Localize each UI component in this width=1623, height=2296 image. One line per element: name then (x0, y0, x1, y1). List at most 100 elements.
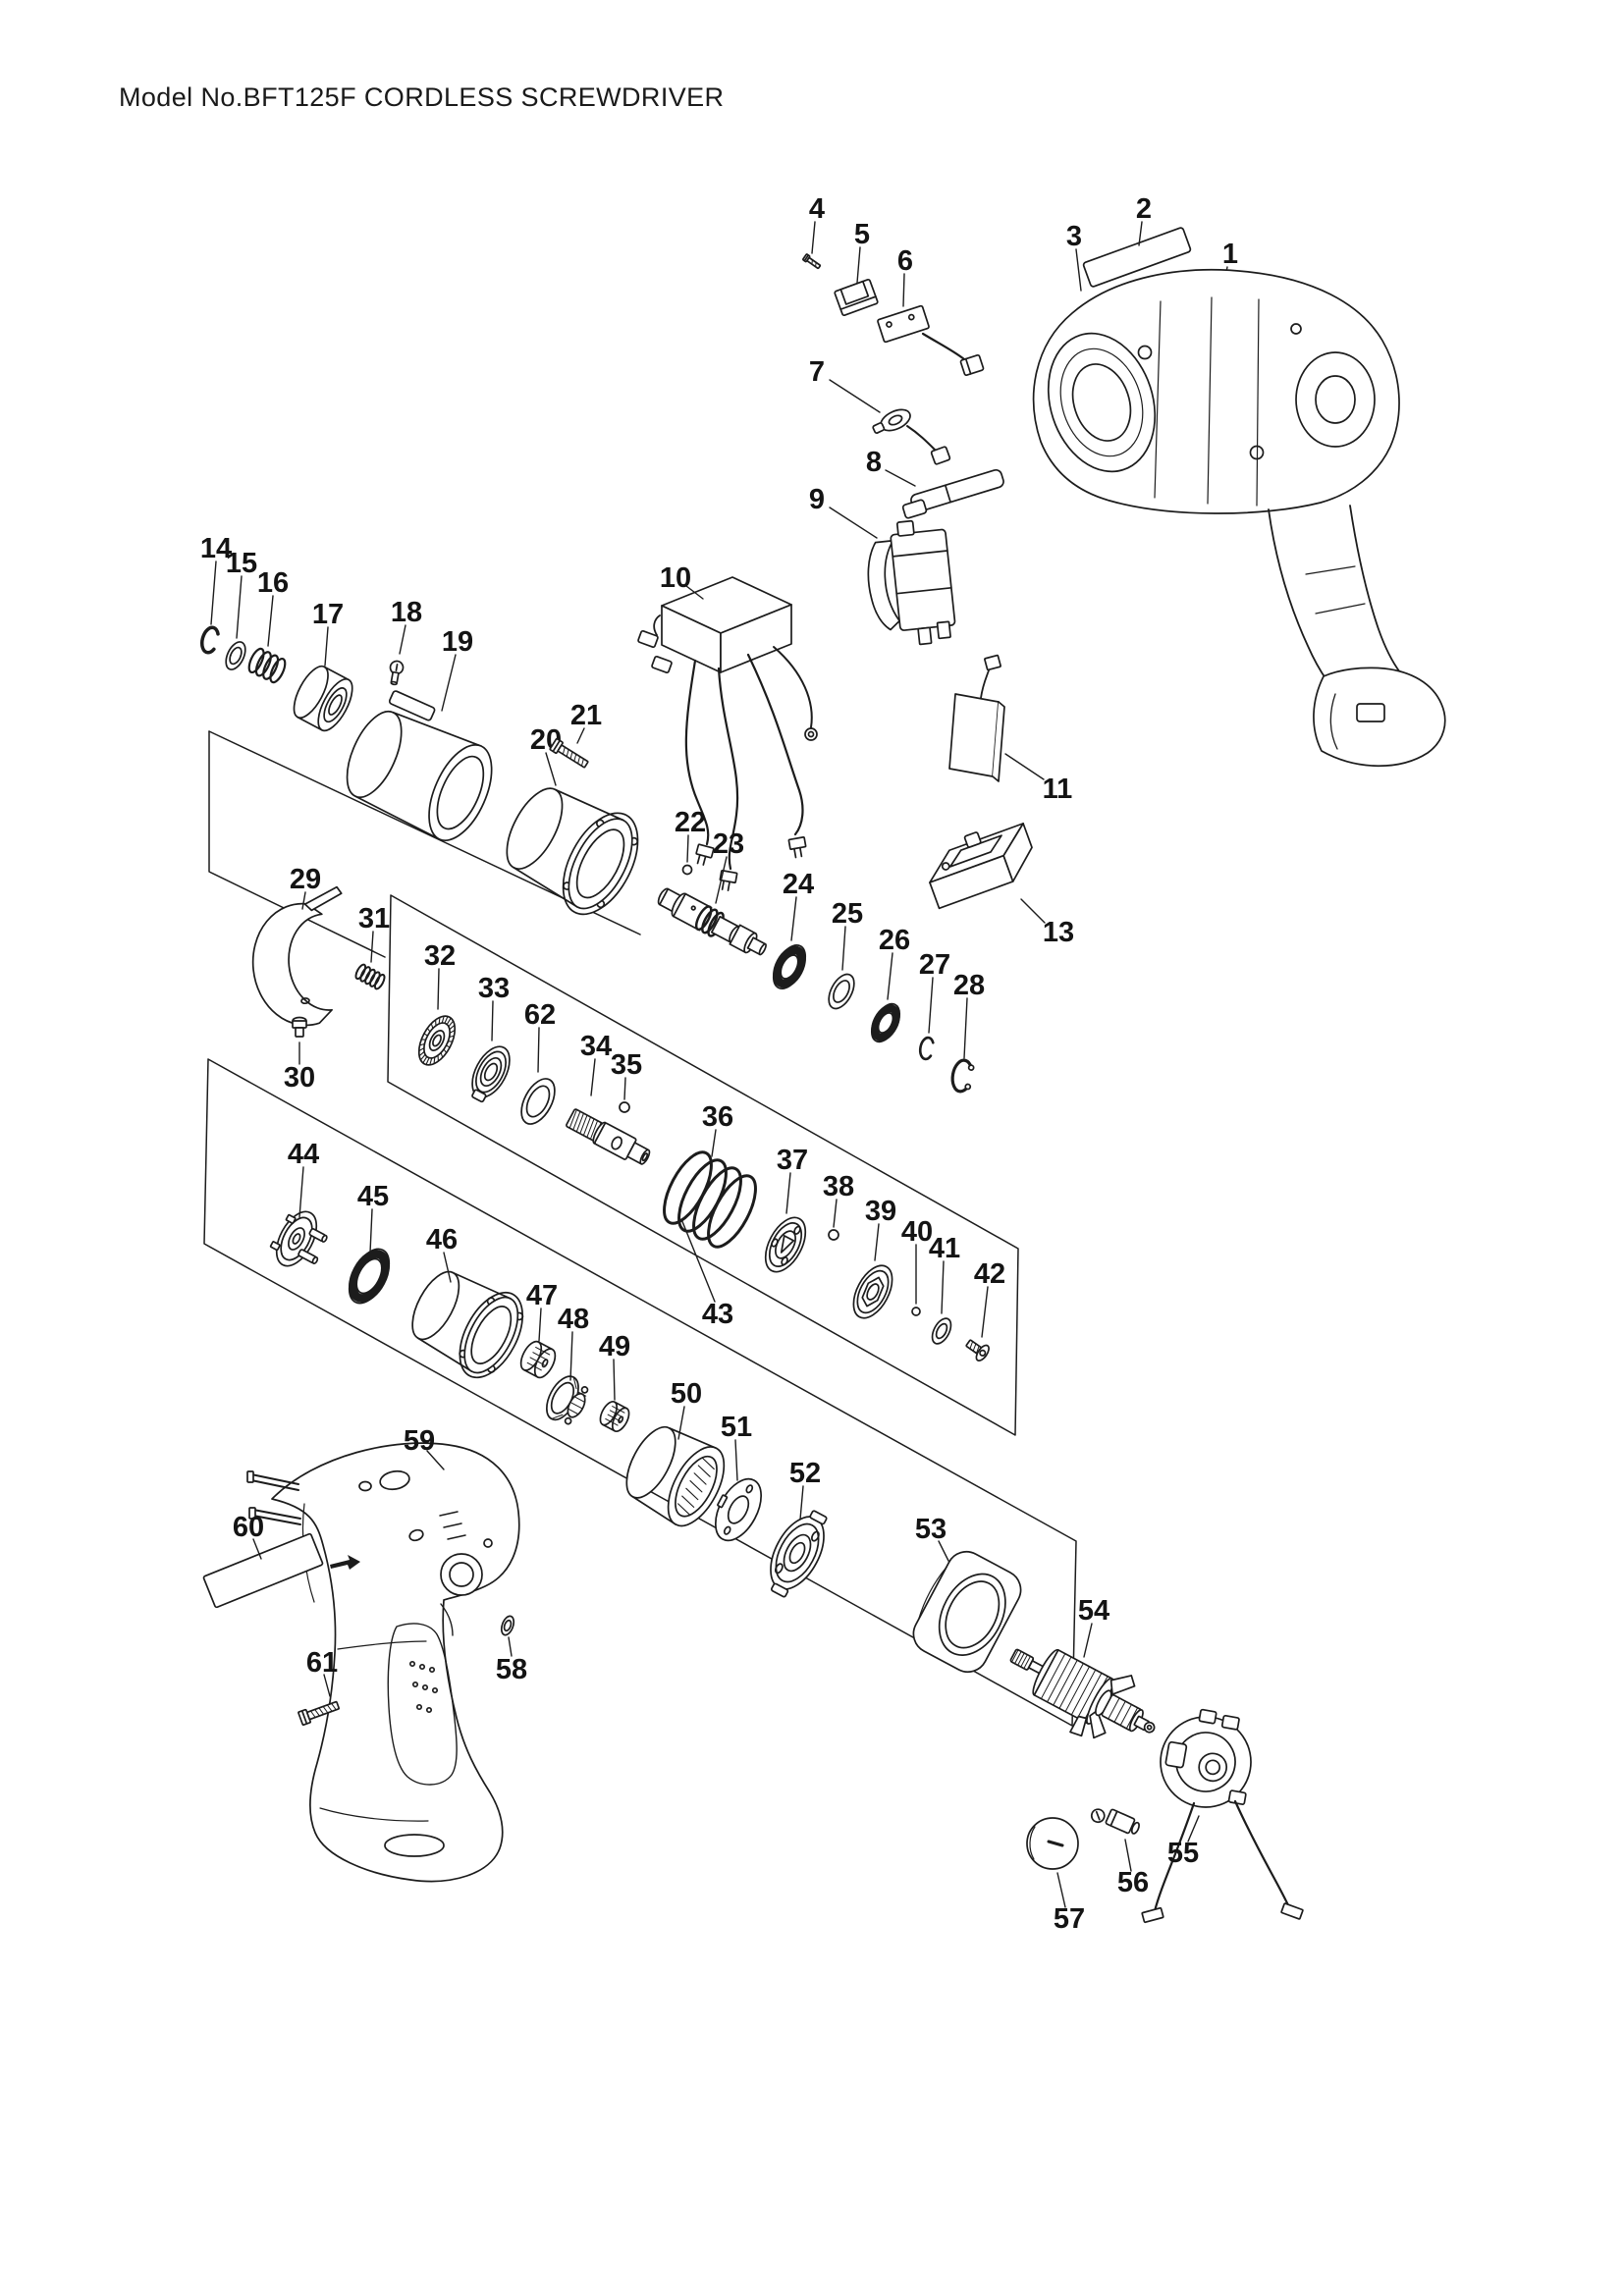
part-29-leader-line (301, 891, 306, 910)
part-58-number-label: 58 (496, 1654, 527, 1685)
part-15-callout: 15 (225, 548, 257, 670)
part-23-leader-line (715, 856, 728, 904)
group-box-gear (203, 1058, 1077, 1727)
part-39-leader-line (874, 1223, 880, 1261)
part-46-number-label: 46 (426, 1224, 458, 1255)
part-37-number-label: 37 (777, 1145, 808, 1176)
part-54-leader-line (1083, 1623, 1093, 1658)
part-49-callout: 49 (599, 1331, 630, 1433)
part-62-callout: 62 (520, 999, 556, 1125)
part-45-leader-line (369, 1208, 373, 1254)
part-18-number-label: 18 (391, 597, 422, 628)
part-47-drawing (519, 1340, 557, 1379)
part-29-number-label: 29 (290, 864, 321, 895)
part-33-leader-line (491, 1000, 494, 1041)
part-15-leader-line (236, 575, 243, 639)
part-36-leader-line (711, 1129, 717, 1157)
part-55-drawing (1141, 1708, 1304, 1924)
part-38-number-label: 38 (823, 1171, 854, 1202)
part-59-drawing (246, 1442, 520, 1883)
part-2-drawing (1082, 227, 1192, 288)
part-44-callout: 44 (269, 1139, 328, 1267)
part-59-number-label: 59 (404, 1425, 435, 1457)
part-10-callout: 10 (637, 562, 818, 891)
part-19-leader-line (441, 654, 457, 712)
part-22-callout: 22 (675, 807, 706, 876)
part-50-callout: 50 (625, 1378, 726, 1527)
part-32-leader-line (437, 968, 440, 1010)
part-17-leader-line (324, 626, 329, 667)
part-33-callout: 33 (471, 973, 511, 1103)
part-60-callout: 60 (202, 1512, 324, 1609)
part-40-drawing (911, 1307, 921, 1316)
part-62-drawing (520, 1078, 556, 1125)
part-24-callout: 24 (772, 869, 814, 989)
part-7-leader-line (829, 379, 881, 413)
part-3-drawing (1032, 269, 1446, 768)
part-27-drawing (918, 1036, 935, 1061)
part-7-callout: 7 (809, 356, 951, 465)
part-25-callout: 25 (828, 898, 863, 1010)
part-49-leader-line (613, 1359, 616, 1401)
part-44-leader-line (298, 1166, 304, 1218)
part-38-drawing (828, 1229, 839, 1241)
part-31-leader-line (370, 931, 374, 963)
part-35-drawing (619, 1101, 630, 1113)
part-45-drawing (348, 1248, 391, 1305)
part-53-drawing (912, 1550, 1022, 1674)
bracket-upper-left (208, 730, 386, 958)
part-14-leader-line (210, 561, 217, 625)
part-39-callout: 39 (852, 1196, 896, 1319)
part-43-callout: 43 (680, 1218, 733, 1330)
part-47-leader-line (538, 1308, 542, 1342)
part-34-drawing (566, 1108, 651, 1165)
part-61-drawing (298, 1700, 340, 1727)
part-33-drawing (471, 1045, 511, 1103)
part-34-number-label: 34 (580, 1031, 612, 1062)
part-20-drawing (506, 787, 639, 916)
part-20-leader-line (545, 752, 557, 786)
part-52-drawing (770, 1510, 828, 1598)
part-28-callout: 28 (950, 970, 985, 1094)
part-36-callout: 36 (663, 1101, 757, 1249)
part-29-drawing (251, 885, 343, 1027)
part-48-leader-line (569, 1331, 573, 1381)
part-14-number-label: 14 (200, 533, 232, 564)
part-62-number-label: 62 (524, 999, 556, 1031)
part-41-number-label: 41 (929, 1233, 960, 1264)
part-8-drawing (901, 469, 1004, 519)
part-26-leader-line (887, 952, 893, 1000)
part-11-drawing (948, 654, 1005, 782)
part-43-leader-line (680, 1218, 716, 1303)
part-27-number-label: 27 (919, 949, 950, 981)
part-36-drawing (663, 1150, 757, 1249)
part-44-drawing (269, 1210, 328, 1267)
part-33-number-label: 33 (478, 973, 510, 1004)
part-5-callout: 5 (834, 219, 879, 317)
part-42-leader-line (981, 1286, 989, 1338)
part-24-drawing (772, 944, 807, 989)
part-37-leader-line (785, 1172, 791, 1214)
part-54-drawing (1009, 1648, 1156, 1739)
part-4-number-label: 4 (809, 193, 825, 225)
part-8-number-label: 8 (866, 447, 882, 478)
part-16-leader-line (267, 595, 274, 647)
part-22-number-label: 22 (675, 807, 706, 838)
part-46-drawing (411, 1270, 524, 1379)
part-59-leader-line (426, 1450, 445, 1470)
part-53-leader-line (938, 1540, 949, 1562)
part-48-number-label: 48 (558, 1304, 589, 1335)
part-25-drawing (828, 973, 855, 1010)
part-25-leader-line (841, 926, 846, 971)
part-61-leader-line (323, 1674, 331, 1697)
part-9-leader-line (829, 507, 878, 539)
part-37-callout: 37 (764, 1145, 808, 1273)
part-14-drawing (200, 625, 220, 655)
part-21-drawing (549, 737, 589, 769)
part-15-number-label: 15 (226, 548, 257, 579)
part-26-callout: 26 (870, 925, 910, 1043)
part-32-drawing (417, 1015, 457, 1066)
part-50-number-label: 50 (671, 1378, 702, 1410)
part-13-leader-line (1020, 898, 1046, 924)
